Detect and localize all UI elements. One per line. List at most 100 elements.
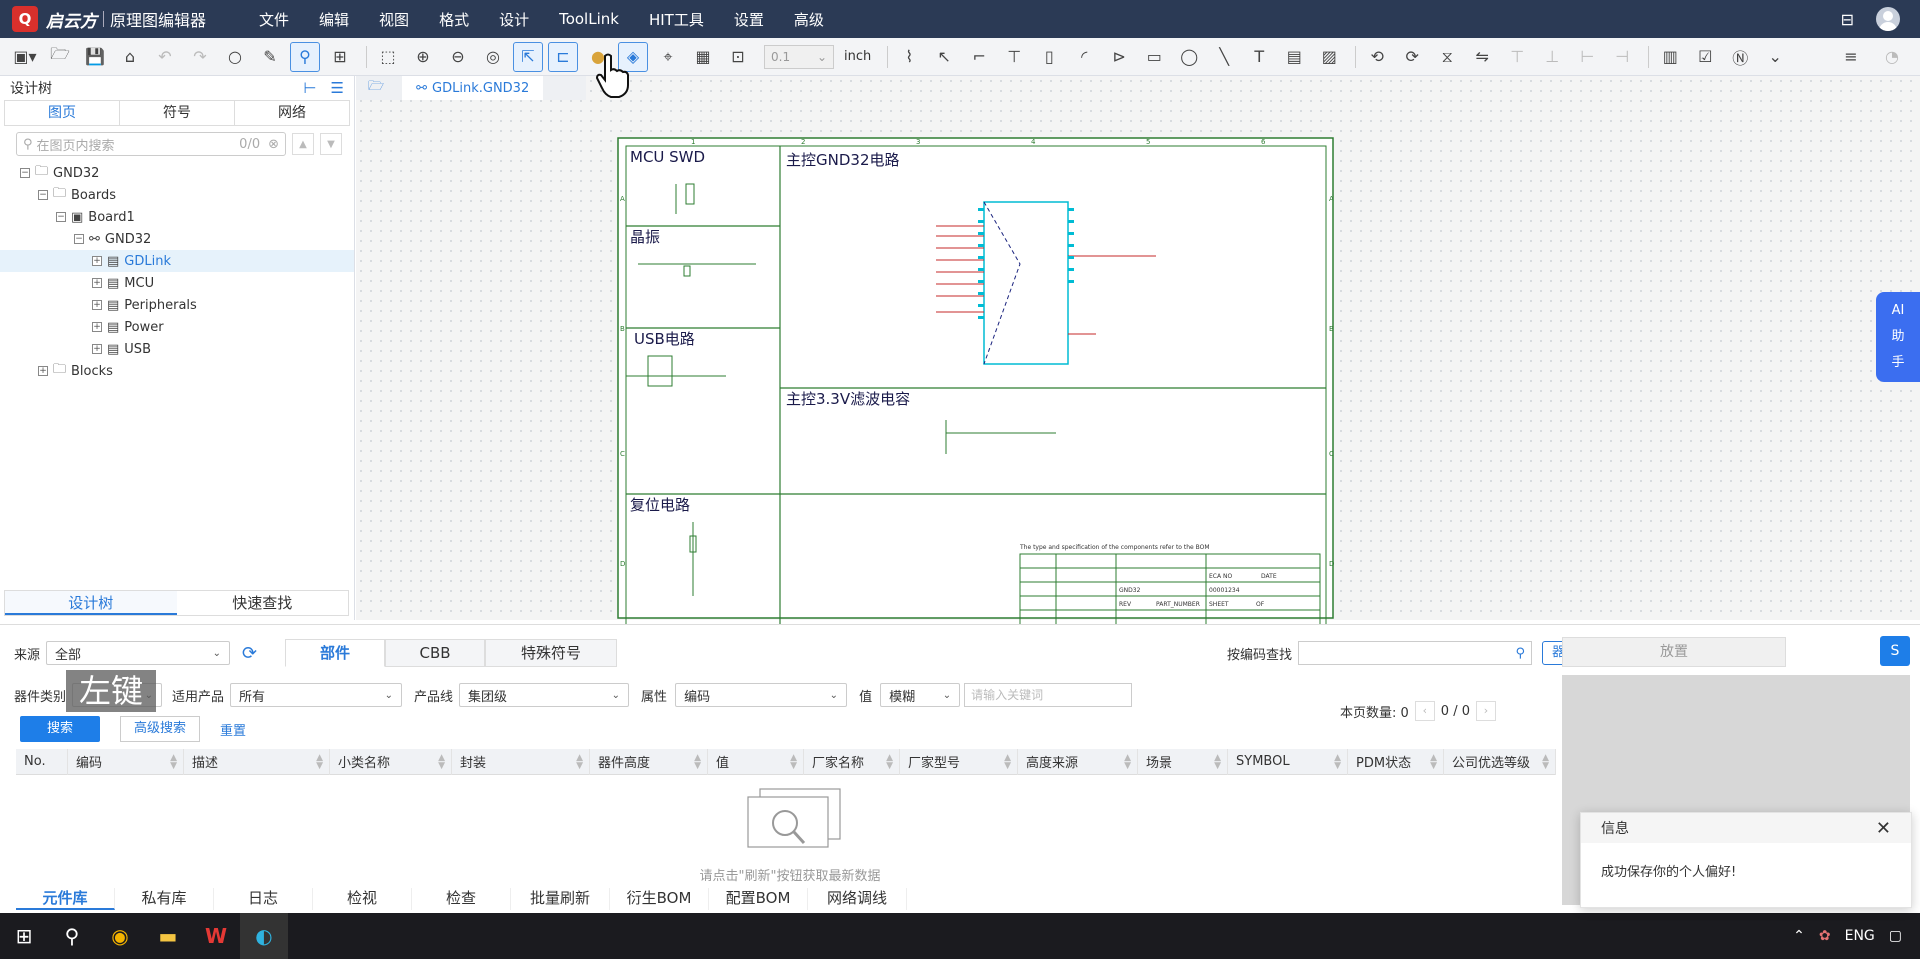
column-header[interactable]: 描述▲▼ bbox=[184, 748, 330, 775]
wps-icon[interactable]: W bbox=[204, 924, 228, 948]
menu-edit[interactable]: 编辑 bbox=[319, 10, 350, 29]
bottom-tab[interactable]: 检视 bbox=[313, 888, 412, 910]
bottom-tab[interactable]: 衍生BOM bbox=[610, 888, 709, 910]
search-icon[interactable]: ⚲ bbox=[64, 924, 80, 948]
notification-icon[interactable]: ▢ bbox=[1888, 928, 1902, 944]
tree-node[interactable]: +▤USB bbox=[0, 338, 354, 360]
chrome-icon[interactable]: ◉ bbox=[111, 924, 129, 948]
tab-symbols[interactable]: 符号 bbox=[120, 101, 235, 125]
flip-icon[interactable]: ⇋ bbox=[1475, 47, 1489, 66]
sort-icon[interactable]: ▲▼ bbox=[316, 752, 323, 771]
wire-icon[interactable]: ⌇ bbox=[905, 47, 914, 66]
attribute-select[interactable]: 编码⌄ bbox=[675, 683, 848, 707]
open-folder-icon[interactable]: 🗁 bbox=[50, 44, 70, 63]
bus-entry-icon[interactable]: ⊤ bbox=[1007, 47, 1022, 66]
new-menu-icon[interactable]: ▣▾ bbox=[13, 47, 37, 66]
menu-view[interactable]: 视图 bbox=[379, 10, 410, 29]
prev-result-button[interactable]: ▲ bbox=[292, 133, 314, 155]
column-header[interactable]: 厂家型号▲▼ bbox=[900, 748, 1018, 775]
menu-file[interactable]: 文件 bbox=[259, 10, 290, 29]
menu-settings[interactable]: 设置 bbox=[733, 10, 764, 29]
zoom-out-icon[interactable]: ⊖ bbox=[451, 47, 465, 66]
column-header[interactable]: 厂家名称▲▼ bbox=[804, 748, 900, 775]
bottom-tab[interactable]: 日志 bbox=[214, 888, 313, 910]
pointer-icon[interactable]: ↖ bbox=[937, 47, 951, 66]
expand-icon[interactable]: + bbox=[92, 256, 102, 266]
align-right-icon[interactable]: ⊣ bbox=[1615, 47, 1630, 66]
app-tray-icon[interactable]: ✿ bbox=[1818, 928, 1831, 944]
stamp-icon[interactable]: ⌂ bbox=[124, 47, 136, 66]
tree-node[interactable]: +▤MCU bbox=[0, 272, 354, 294]
product-select[interactable]: 所有⌄ bbox=[230, 683, 403, 707]
sort-icon[interactable]: ▲▼ bbox=[1214, 752, 1221, 771]
report-icon[interactable]: ▥ bbox=[1662, 47, 1678, 66]
rotate-icon[interactable]: ⟲ bbox=[1370, 47, 1384, 66]
s-button[interactable]: S bbox=[1880, 636, 1910, 666]
sort-icon[interactable]: ▲▼ bbox=[886, 752, 893, 771]
collapse-icon[interactable]: − bbox=[38, 190, 48, 200]
save-icon[interactable]: 💾 bbox=[85, 47, 105, 66]
prev-page-button[interactable]: ‹ bbox=[1414, 701, 1435, 721]
wifi-icon[interactable]: ◔ bbox=[1885, 47, 1899, 66]
search-icon[interactable]: ○ bbox=[228, 47, 242, 66]
menu-design[interactable]: 设计 bbox=[499, 10, 530, 29]
folder-icon[interactable]: 🗁 bbox=[368, 79, 385, 94]
tab-pages[interactable]: 图页 bbox=[5, 101, 120, 125]
tree-node[interactable]: −🗀GND32 bbox=[0, 162, 354, 184]
more-icon[interactable]: ⌄ bbox=[1768, 47, 1782, 66]
select-icon[interactable]: ⇱ bbox=[513, 41, 543, 72]
netlist-icon[interactable]: Ⓝ bbox=[1732, 48, 1749, 68]
column-header[interactable]: PDM状态▲▼ bbox=[1348, 748, 1444, 775]
tree-node[interactable]: +▤Power bbox=[0, 316, 354, 338]
column-header[interactable]: SYMBOL▲▼ bbox=[1228, 748, 1348, 775]
arc-icon[interactable]: ◜ bbox=[1081, 47, 1088, 66]
sort-icon[interactable]: ▲▼ bbox=[1124, 752, 1131, 771]
expand-icon[interactable]: + bbox=[92, 322, 102, 332]
next-page-button[interactable]: › bbox=[1475, 701, 1496, 721]
align-bottom-icon[interactable]: ⊥ bbox=[1545, 47, 1560, 66]
tag-icon[interactable]: ⌖ bbox=[663, 46, 673, 66]
table-icon[interactable]: ▤ bbox=[1286, 47, 1302, 66]
schematic-canvas[interactable]: 🗁 ⚯GDLink.GND32 1 2 3 4 5 6 A B C D A B … bbox=[356, 76, 1920, 626]
language-indicator[interactable]: ENG bbox=[1844, 928, 1875, 944]
collapse-icon[interactable]: − bbox=[56, 212, 66, 222]
settings-sliders-icon[interactable]: ≡ bbox=[1844, 47, 1858, 66]
sort-icon[interactable]: ▲▼ bbox=[1004, 752, 1011, 771]
bottom-tab[interactable]: 配置BOM bbox=[709, 888, 808, 910]
search-button[interactable]: 搜索 bbox=[20, 716, 100, 742]
column-header[interactable]: 高度来源▲▼ bbox=[1018, 748, 1138, 775]
collapse-icon[interactable]: − bbox=[20, 168, 30, 178]
zoom-fit-icon[interactable]: ⬚ bbox=[380, 47, 396, 66]
collapse-icon[interactable]: − bbox=[74, 234, 84, 244]
offpage-icon[interactable]: ⊳ bbox=[1112, 47, 1126, 66]
sort-icon[interactable]: ▲▼ bbox=[1334, 752, 1341, 771]
bus-icon[interactable]: ⌐ bbox=[972, 47, 986, 66]
text-icon[interactable]: T bbox=[1254, 47, 1265, 66]
doc-tab-gdlink[interactable]: ⚯GDLink.GND32 bbox=[402, 76, 544, 100]
expand-icon[interactable]: + bbox=[92, 300, 102, 310]
column-header[interactable]: 值▲▼ bbox=[708, 748, 804, 775]
sort-icon[interactable]: ▲▼ bbox=[694, 752, 701, 771]
tree-node[interactable]: +▤Peripherals bbox=[0, 294, 354, 316]
refresh-icon[interactable]: ⟳ bbox=[242, 642, 258, 664]
avatar[interactable] bbox=[1876, 7, 1900, 31]
keyword-input[interactable]: 请输入关键词 bbox=[964, 683, 1133, 707]
tree-node[interactable]: +▤GDLink bbox=[0, 250, 354, 272]
expand-icon[interactable]: + bbox=[38, 366, 48, 376]
sort-icon[interactable]: ▲▼ bbox=[438, 752, 445, 771]
bottom-tab[interactable]: 网络调线 bbox=[808, 888, 907, 910]
tree-node[interactable]: −🗀Boards bbox=[0, 184, 354, 206]
tree-search-input[interactable]: ⚲ 在图页内搜索 0/0 ⊗ bbox=[16, 132, 286, 156]
close-icon[interactable]: ✕ bbox=[1875, 817, 1891, 839]
place-button[interactable]: 放置 bbox=[1562, 637, 1786, 667]
image-icon[interactable]: ▨ bbox=[1321, 47, 1337, 66]
ai-helper-button[interactable]: AI 助 手 bbox=[1876, 292, 1920, 382]
align-top-icon[interactable]: ⊤ bbox=[1510, 47, 1525, 66]
grid-size-select[interactable]: 0.1⌄ bbox=[764, 44, 834, 69]
reset-link[interactable]: 重置 bbox=[220, 723, 247, 739]
bottom-tab[interactable]: 元件库 bbox=[16, 888, 115, 910]
align-left-icon[interactable]: ⊢ bbox=[1580, 47, 1595, 66]
column-header[interactable]: No. bbox=[16, 748, 68, 775]
sort-icon[interactable]: ▲▼ bbox=[790, 752, 797, 771]
hierarchy-icon[interactable]: ⊏ bbox=[548, 41, 578, 72]
